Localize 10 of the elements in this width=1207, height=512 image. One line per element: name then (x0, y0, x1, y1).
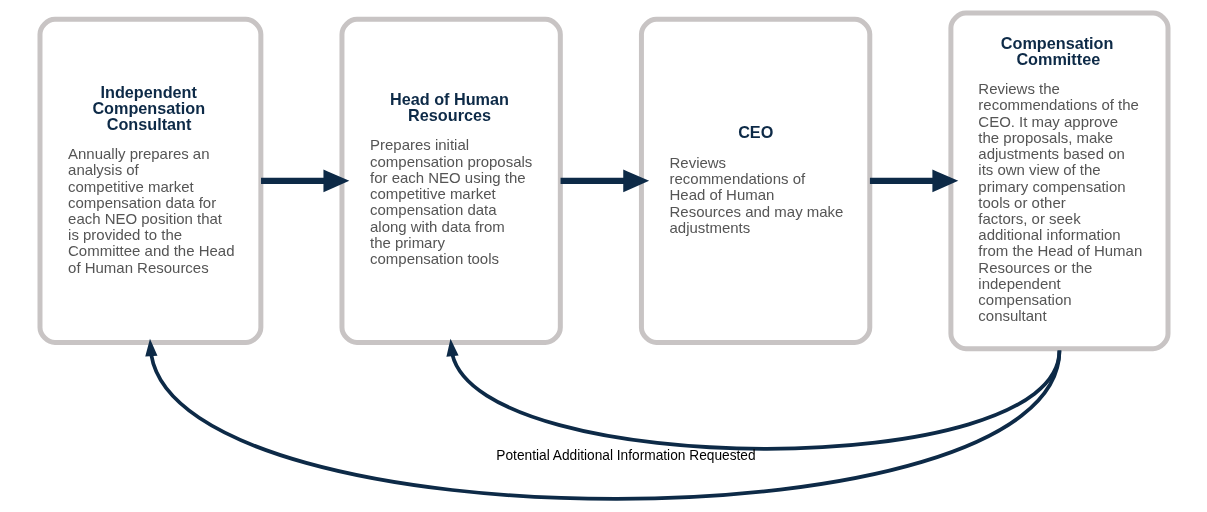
node-box: Compensation Committee Reviews the recommendations of the CEO. It may approve the proposals, make adjustments based on its own view of the primary compensation tools or other factors, or seek additional information from the Head of Human Resources or the independent compensation consultant (947, 10, 1170, 352)
arrow (445, 338, 1061, 451)
arrow (144, 338, 1061, 501)
node-box: Independent Compensation Consultant Annually prepares an analysis of competitive market compensation data for each NEO position that is provided to the Committee and the Head of Human Resources (37, 16, 263, 345)
edge-label: Potential Additional Information Requested (495, 447, 756, 463)
node-box: Head of Human Resources Prepares initial compensation proposals for each NEO using the competitive market compensation data along with data from the primary compensation tools (338, 16, 563, 345)
node-box: CEO Reviews recommendations of Head of Human Resources and may make adjustments (638, 16, 872, 345)
arrow (869, 169, 958, 193)
arrow (260, 169, 349, 193)
arrow (560, 169, 649, 193)
